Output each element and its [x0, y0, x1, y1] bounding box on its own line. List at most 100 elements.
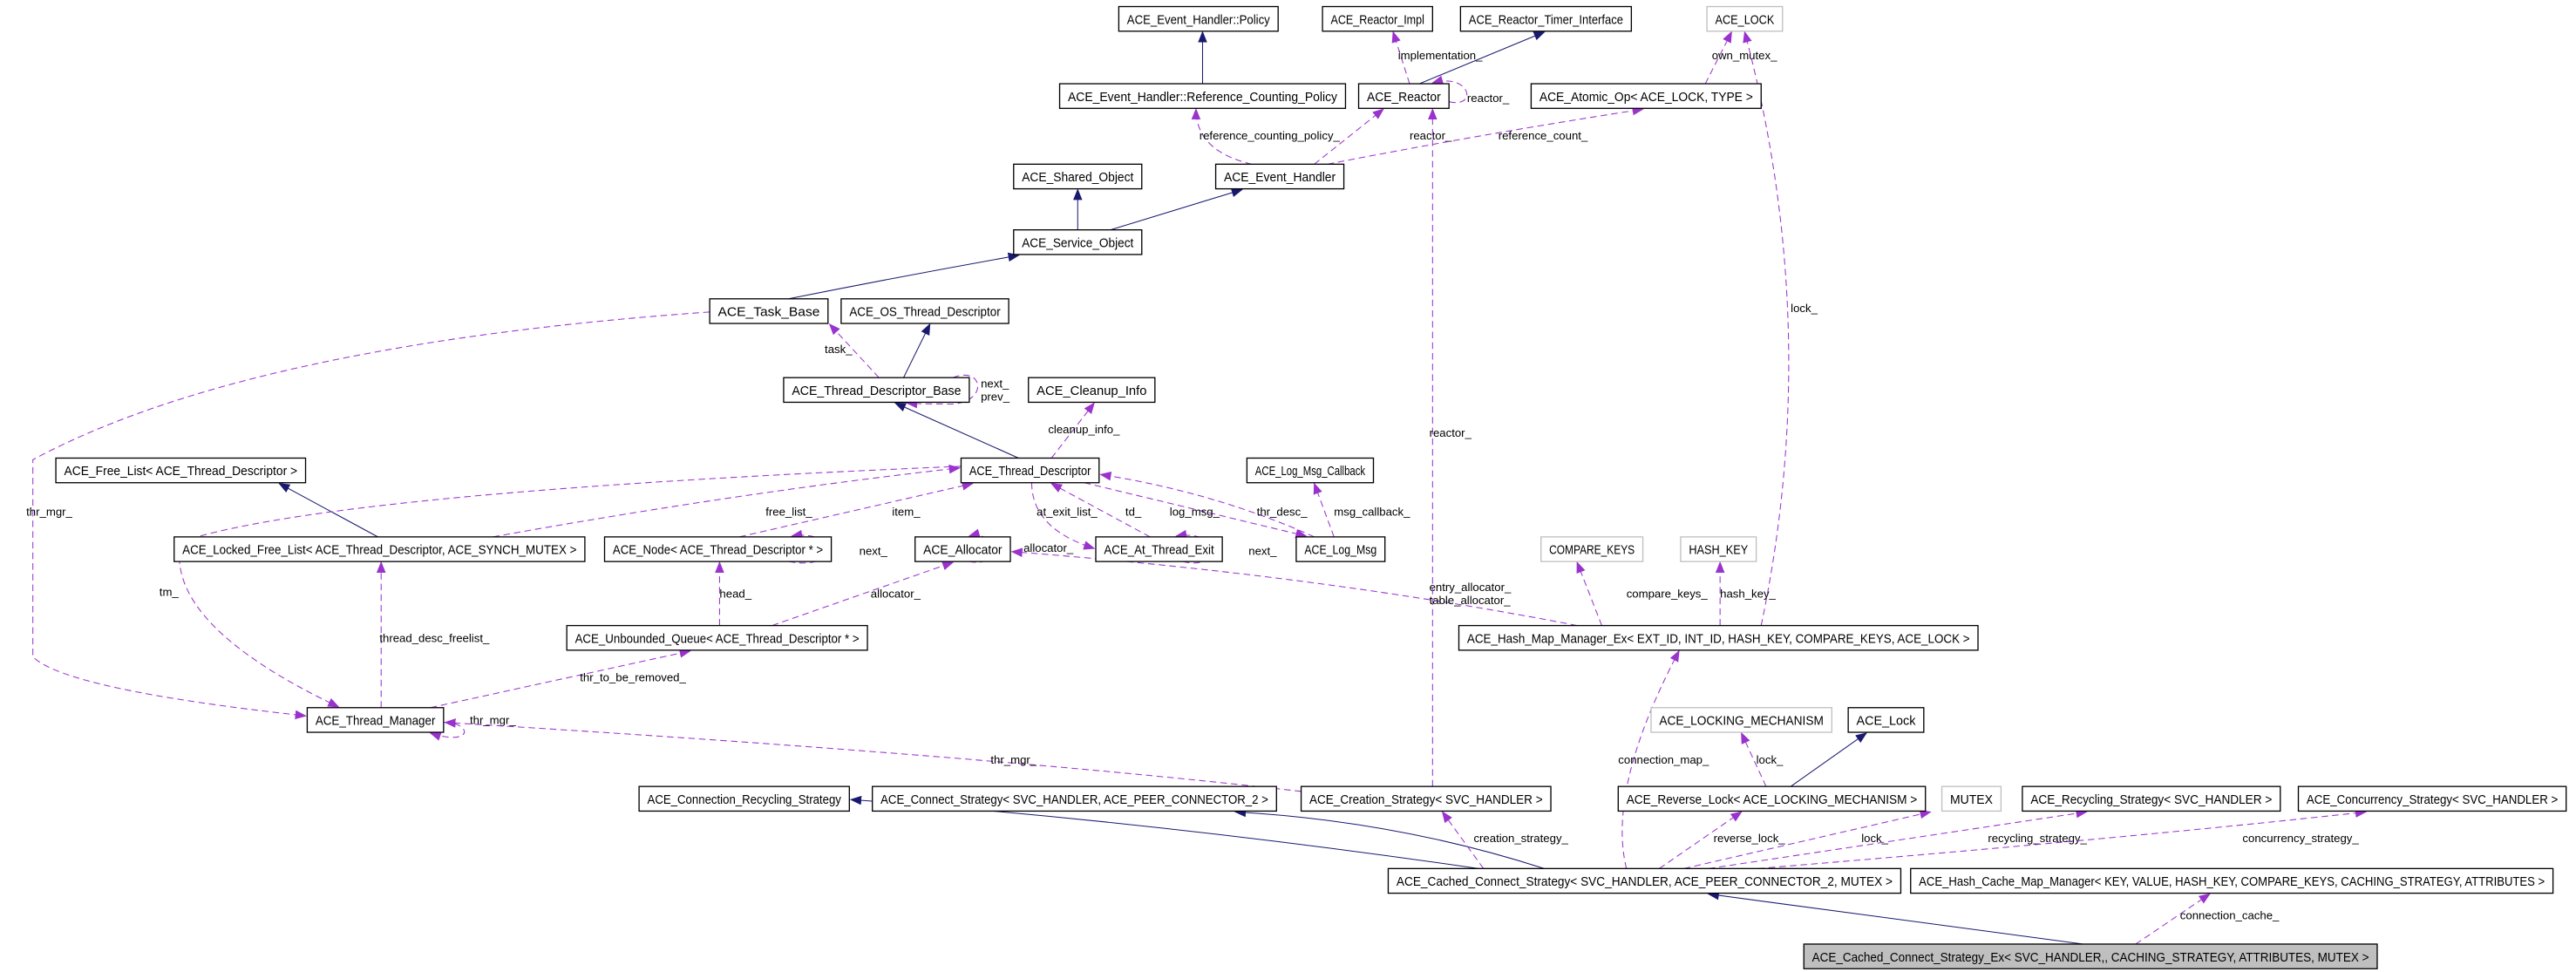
edge-line	[1576, 561, 1602, 626]
class-node[interactable]: ACE_Event_Handler	[1214, 163, 1345, 190]
class-node[interactable]: ACE_Cleanup_Info	[1028, 377, 1156, 404]
usage-edge: item_	[738, 481, 974, 538]
usage-edge: hash_key_	[1715, 561, 1777, 626]
usage-edge: entry_allocator_table_allocator_	[1010, 547, 1578, 627]
inheritance-edge	[1110, 187, 1243, 231]
class-box	[638, 785, 850, 812]
class-name: ACE_Log_Msg	[1304, 544, 1376, 558]
edge-label: own_mutex_	[1712, 49, 1777, 62]
class-node[interactable]: ACE_Thread_Descriptor	[960, 457, 1100, 484]
class-node[interactable]: ACE_Connect_Strategy< SVC_HANDLER, ACE_P…	[872, 785, 1277, 812]
class-box	[2297, 785, 2567, 812]
usage-edge: at_exit_list_	[1030, 482, 1098, 550]
class-node[interactable]: ACE_Hash_Map_Manager_Ex< EXT_ID, INT_ID,…	[1458, 624, 1979, 651]
class-box	[2022, 785, 2281, 812]
class-node[interactable]: ACE_Task_Base	[709, 298, 829, 324]
class-name: ACE_Recycling_Strategy< SVC_HANDLER >	[2030, 793, 2272, 807]
class-box	[1028, 377, 1156, 404]
class-node[interactable]: ACE_At_Thread_Exit	[1095, 536, 1223, 562]
edge-line	[1707, 890, 2083, 945]
class-node[interactable]: ACE_Service_Object	[1013, 229, 1143, 255]
class-box	[1058, 83, 1347, 109]
class-name: ACE_Locked_Free_List< ACE_Thread_Descrip…	[182, 544, 576, 558]
edge-label: reactor_	[1467, 92, 1510, 105]
class-box	[1387, 867, 1902, 894]
edge-label: concurrency_strategy_	[2242, 832, 2359, 845]
edge-line	[1743, 31, 1790, 626]
edge-label: task_	[825, 343, 853, 356]
class-node[interactable]: ACE_Thread_Descriptor_Base	[783, 377, 970, 404]
class-node: ACE_LOCKING_MECHANISM	[1650, 707, 1832, 733]
class-node[interactable]: ACE_Shared_Object	[1013, 163, 1143, 190]
usage-edge: concurrency_strategy_	[1757, 808, 2368, 869]
class-node[interactable]: ACE_Lock	[1847, 707, 1925, 733]
usage-edge: connection_map_	[1618, 649, 1709, 869]
edge-line	[738, 481, 974, 538]
class-node[interactable]: ACE_Cached_Connect_Strategy< SVC_HANDLER…	[1387, 867, 1902, 894]
edge-line	[1314, 108, 1384, 165]
class-node[interactable]: ACE_Atomic_Op< ACE_LOCK, TYPE >	[1530, 83, 1762, 109]
class-node: ACE_LOCK	[1706, 5, 1784, 32]
class-node[interactable]: ACE_Free_List< ACE_Thread_Descriptor >	[55, 457, 307, 484]
class-node[interactable]: ACE_Reverse_Lock< ACE_LOCKING_MECHANISM …	[1617, 785, 1927, 812]
class-node[interactable]: ACE_OS_Thread_Descriptor	[840, 298, 1009, 324]
class-name: ACE_Service_Object	[1022, 236, 1133, 250]
class-node[interactable]: ACE_Allocator	[914, 536, 1011, 562]
class-node[interactable]: ACE_Creation_Strategy< SVC_HANDLER >	[1300, 785, 1552, 812]
class-node[interactable]: ACE_Reactor	[1357, 83, 1450, 109]
class-name: ACE_Cached_Connect_Strategy_Ex< SVC_HAND…	[1812, 951, 2369, 965]
edge-label: msg_callback_	[1334, 505, 1410, 518]
class-box	[1617, 785, 1927, 812]
edge-label: cleanup_info_	[1048, 423, 1120, 436]
class-box	[1803, 943, 2378, 969]
edge-label: connection_cache_	[2180, 909, 2280, 922]
class-box	[1910, 867, 2554, 894]
edge-line	[771, 561, 955, 627]
inheritance-edge	[1707, 890, 2083, 945]
edge-label: allocator_	[1023, 541, 1074, 554]
class-node[interactable]: ACE_Recycling_Strategy< SVC_HANDLER >	[2022, 785, 2281, 812]
class-node: MUTEX	[1940, 785, 2002, 812]
inheritance-edge	[903, 323, 931, 378]
class-node[interactable]: ACE_Hash_Cache_Map_Manager< KEY, VALUE, …	[1910, 867, 2554, 894]
class-node[interactable]: ACE_Node< ACE_Thread_Descriptor * >	[603, 536, 833, 562]
class-node[interactable]: ACE_Log_Msg	[1295, 536, 1386, 562]
class-name: ACE_Event_Handler::Reference_Counting_Po…	[1068, 91, 1338, 105]
edge-line	[1659, 811, 1743, 869]
class-node[interactable]: ACE_Reactor_Impl	[1322, 5, 1434, 32]
class-box	[1459, 5, 1633, 32]
usage-edge: allocator_	[968, 528, 1074, 563]
inheritance-edge	[278, 483, 378, 538]
usage-edge: lock_	[1743, 31, 1818, 626]
class-name: ACE_Thread_Manager	[316, 715, 436, 729]
class-node[interactable]: ACE_Event_Handler::Reference_Counting_Po…	[1058, 83, 1347, 109]
inheritance-edge	[788, 252, 1020, 300]
class-node[interactable]: ACE_Concurrency_Strategy< SVC_HANDLER >	[2297, 785, 2567, 812]
class-name: ACE_Atomic_Op< ACE_LOCK, TYPE >	[1539, 91, 1753, 105]
class-box	[55, 457, 307, 484]
class-node[interactable]: ACE_Reactor_Timer_Interface	[1459, 5, 1633, 32]
class-name: ACE_Node< ACE_Thread_Descriptor * >	[613, 544, 823, 558]
class-node[interactable]: ACE_Locked_Free_List< ACE_Thread_Descrip…	[173, 536, 586, 562]
class-box	[1013, 163, 1143, 190]
edge-label: free_list_	[765, 505, 812, 518]
class-node[interactable]: ACE_Thread_Manager	[306, 707, 445, 733]
class-node[interactable]: ACE_Connection_Recycling_Strategy	[638, 785, 850, 812]
usage-edge: allocator_	[771, 561, 955, 627]
class-name: ACE_OS_Thread_Descriptor	[849, 306, 1001, 320]
class-box	[1530, 83, 1762, 109]
class-box	[840, 298, 1009, 324]
class-node[interactable]: ACE_Unbounded_Queue< ACE_Thread_Descript…	[566, 624, 868, 651]
class-name: ACE_Thread_Descriptor	[969, 465, 1091, 479]
class-box	[1295, 536, 1386, 562]
inheritance-edge	[894, 402, 1019, 459]
class-node[interactable]: ACE_Event_Handler::Policy	[1118, 5, 1279, 32]
inheritance-edge	[1790, 732, 1867, 787]
edge-label: connection_map_	[1618, 753, 1709, 766]
usage-edge: thread_desc_freelist_	[376, 561, 490, 708]
class-node[interactable]: ACE_Log_Msg_Callback	[1246, 457, 1375, 484]
edge-line	[828, 323, 880, 378]
class-name: COMPARE_KEYS	[1549, 544, 1635, 558]
usage-edge: creation_strategy_	[1441, 811, 1569, 869]
edge-label: next_	[981, 377, 1009, 390]
